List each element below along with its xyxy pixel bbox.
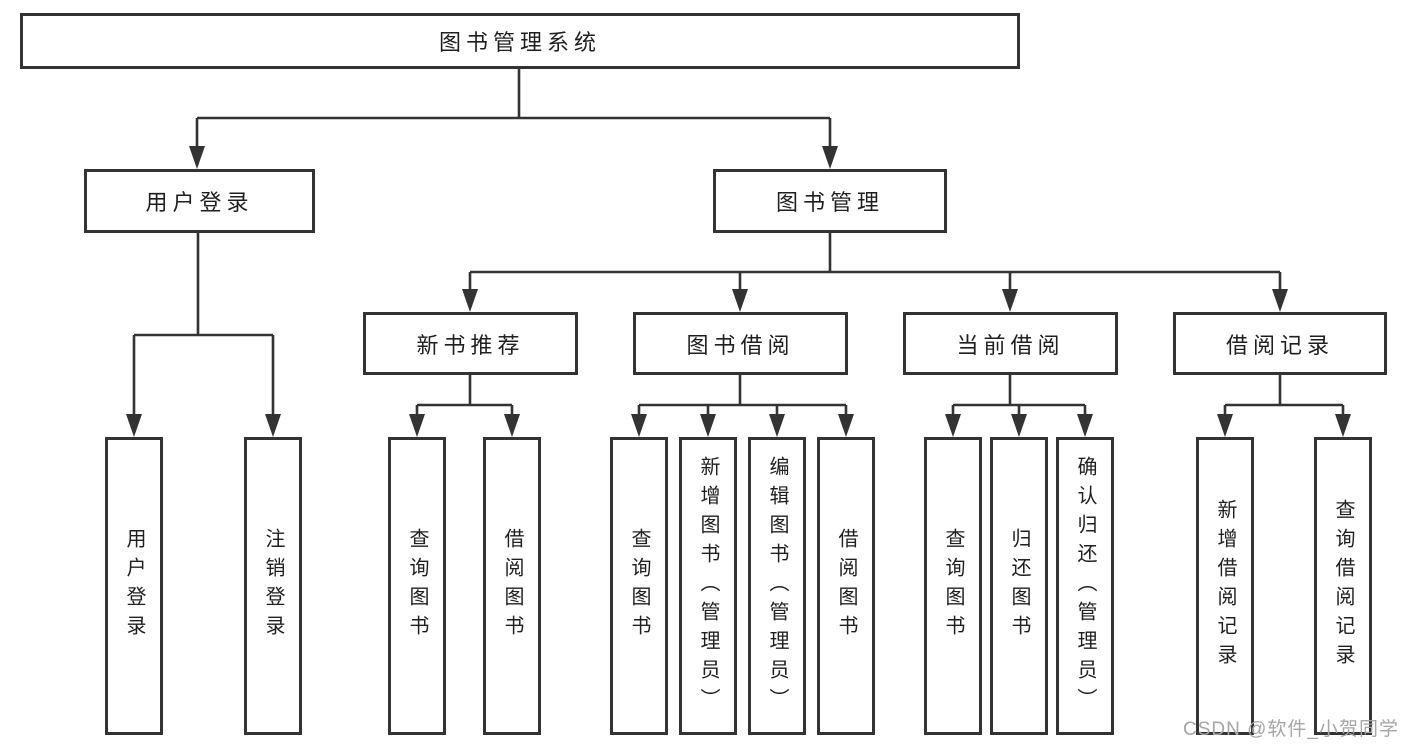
arrowhead-icon (1002, 289, 1018, 312)
node-user-login: 用户登录 (84, 169, 315, 233)
arrowhead-icon (126, 414, 142, 437)
leaf-edit-book-admin: 编辑图书（管理员） (748, 437, 806, 735)
node-label: 借阅图书 (835, 528, 857, 644)
leaf-borrow-books: 借阅图书 (817, 437, 875, 735)
arrowhead-icon (409, 414, 425, 437)
leaf-confirm-return-admin: 确认归还（管理员） (1056, 437, 1114, 735)
arrowhead-icon (1272, 289, 1288, 312)
arrowhead-icon (732, 289, 748, 312)
node-book-management: 图书管理 (713, 169, 947, 233)
node-label: 图书管理 (775, 190, 884, 215)
arrowhead-icon (504, 414, 520, 437)
node-label: 借阅记录 (1225, 332, 1334, 358)
node-label: 查询图书 (628, 528, 650, 644)
leaf-return-books: 归还图书 (990, 437, 1048, 735)
leaf-query-books: 查询图书 (610, 437, 668, 735)
node-label: 用户登录 (123, 528, 145, 644)
arrowhead-icon (822, 146, 838, 169)
node-label: 当前借阅 (956, 332, 1065, 358)
node-new-book-recommend: 新书推荐 (363, 312, 578, 375)
node-label: 确认归还（管理员） (1074, 455, 1096, 717)
node-label: 编辑图书（管理员） (766, 455, 788, 717)
node-library-system: 图书管理系统 (20, 13, 1020, 69)
leaf-borrow-books: 借阅图书 (483, 437, 541, 735)
arrowhead-icon (700, 414, 716, 437)
node-current-borrowing: 当前借阅 (903, 312, 1118, 375)
arrowhead-icon (769, 414, 785, 437)
leaf-query-borrow-record: 查询借阅记录 (1314, 437, 1372, 735)
arrowhead-icon (189, 146, 205, 169)
arrowhead-icon (1011, 414, 1027, 437)
node-label: 查询图书 (406, 528, 428, 644)
arrowhead-icon (838, 414, 854, 437)
node-label: 查询借阅记录 (1332, 499, 1354, 673)
node-label: 用户登录 (145, 190, 254, 215)
leaf-add-borrow-record: 新增借阅记录 (1196, 437, 1254, 735)
leaf-query-books: 查询图书 (388, 437, 446, 735)
node-label: 新增图书（管理员） (697, 455, 719, 717)
csdn-watermark: CSDN @软件_小贺同学 (1183, 719, 1399, 740)
arrowhead-icon (265, 414, 281, 437)
node-label: 借阅图书 (501, 528, 523, 644)
node-book-borrowing: 图书借阅 (633, 312, 848, 375)
node-label: 注销登录 (262, 528, 284, 644)
node-label: 查询图书 (942, 528, 964, 644)
arrowhead-icon (1335, 414, 1351, 437)
arrowhead-icon (1217, 414, 1233, 437)
leaf-add-book-admin: 新增图书（管理员） (679, 437, 737, 735)
node-label: 新书推荐 (416, 332, 525, 358)
arrowhead-icon (462, 289, 478, 312)
arrowhead-icon (631, 414, 647, 437)
leaf-logout: 注销登录 (244, 437, 302, 735)
arrowhead-icon (945, 414, 961, 437)
leaf-query-books: 查询图书 (924, 437, 982, 735)
leaf-user-login: 用户登录 (105, 437, 163, 735)
node-label: 新增借阅记录 (1214, 499, 1236, 673)
arrowhead-icon (1077, 414, 1093, 437)
node-label: 图书管理系统 (438, 30, 601, 55)
node-label: 图书借阅 (686, 332, 795, 358)
node-label: 归还图书 (1008, 528, 1030, 644)
node-borrow-records: 借阅记录 (1173, 312, 1387, 375)
